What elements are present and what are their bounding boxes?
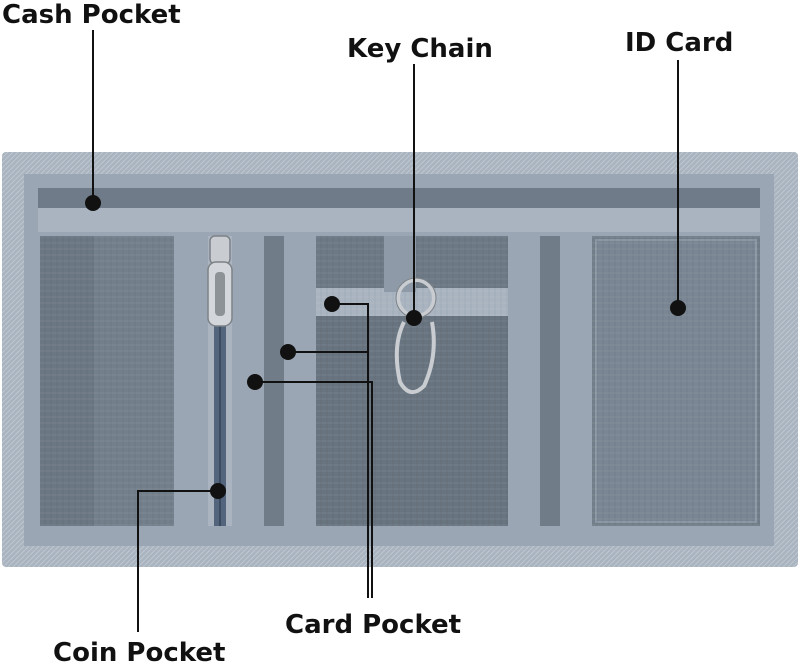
dot-id [670,300,686,316]
card-slot-strip-2 [540,236,560,526]
dot-card-top [324,296,340,312]
label-key-chain: Key Chain [347,34,493,64]
callout-coin [137,490,218,632]
zipper-pull [207,235,233,327]
dot-cash [85,195,101,211]
dot-card-mid [280,344,296,360]
callout-lines [92,30,679,632]
label-cash-pocket: Cash Pocket [2,0,181,30]
id-card-texture [592,236,760,526]
dot-coin [210,483,226,499]
dot-card-low [247,374,263,390]
dot-key [406,310,422,326]
label-id-card: ID Card [625,28,734,58]
label-card-pocket: Card Pocket [285,610,462,640]
callout-card-low [255,381,373,598]
label-coin-pocket: Coin Pocket [53,638,226,668]
cash-pocket-band [38,208,760,232]
callout-card-top [332,303,369,598]
callout-dots [85,195,686,499]
left-panel-texture [40,236,174,526]
key-strap [384,236,416,292]
cash-pocket-slot [38,188,760,208]
